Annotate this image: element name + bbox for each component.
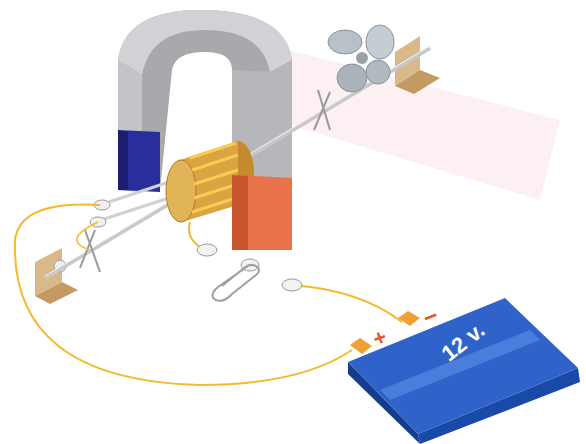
battery-top — [348, 298, 578, 434]
fan — [328, 25, 394, 92]
fan-hub — [356, 52, 368, 64]
coil-end — [166, 160, 196, 222]
magnet-top — [118, 10, 292, 75]
brush — [95, 196, 175, 222]
support-bracket — [395, 70, 440, 94]
battery-outline — [340, 290, 586, 444]
fan-blade — [366, 25, 394, 59]
brush — [100, 180, 175, 205]
wire — [15, 204, 352, 385]
fan-blade — [337, 64, 367, 92]
magnet-pole — [118, 130, 160, 192]
wire — [77, 222, 98, 250]
polarity-sign: − — [420, 303, 441, 330]
polarity-sign: + — [370, 326, 390, 351]
pin — [314, 92, 330, 130]
magnet-pole — [118, 130, 128, 190]
horseshoe-magnet — [118, 10, 292, 250]
battery-clip — [398, 311, 420, 326]
support-bracket — [35, 282, 78, 304]
thumbtack — [197, 244, 217, 256]
coil-winding — [190, 143, 238, 212]
axle — [45, 46, 430, 276]
battery: +−12 v. — [340, 290, 586, 444]
fan-blade — [328, 30, 362, 54]
battery-clip — [350, 338, 372, 354]
fan-blade — [366, 60, 390, 84]
magnet-pole — [232, 175, 248, 250]
magnet-pole — [232, 175, 292, 250]
wire — [292, 285, 402, 322]
paper-clip — [212, 265, 259, 301]
thumbtack — [282, 279, 302, 291]
axle — [45, 48, 430, 278]
